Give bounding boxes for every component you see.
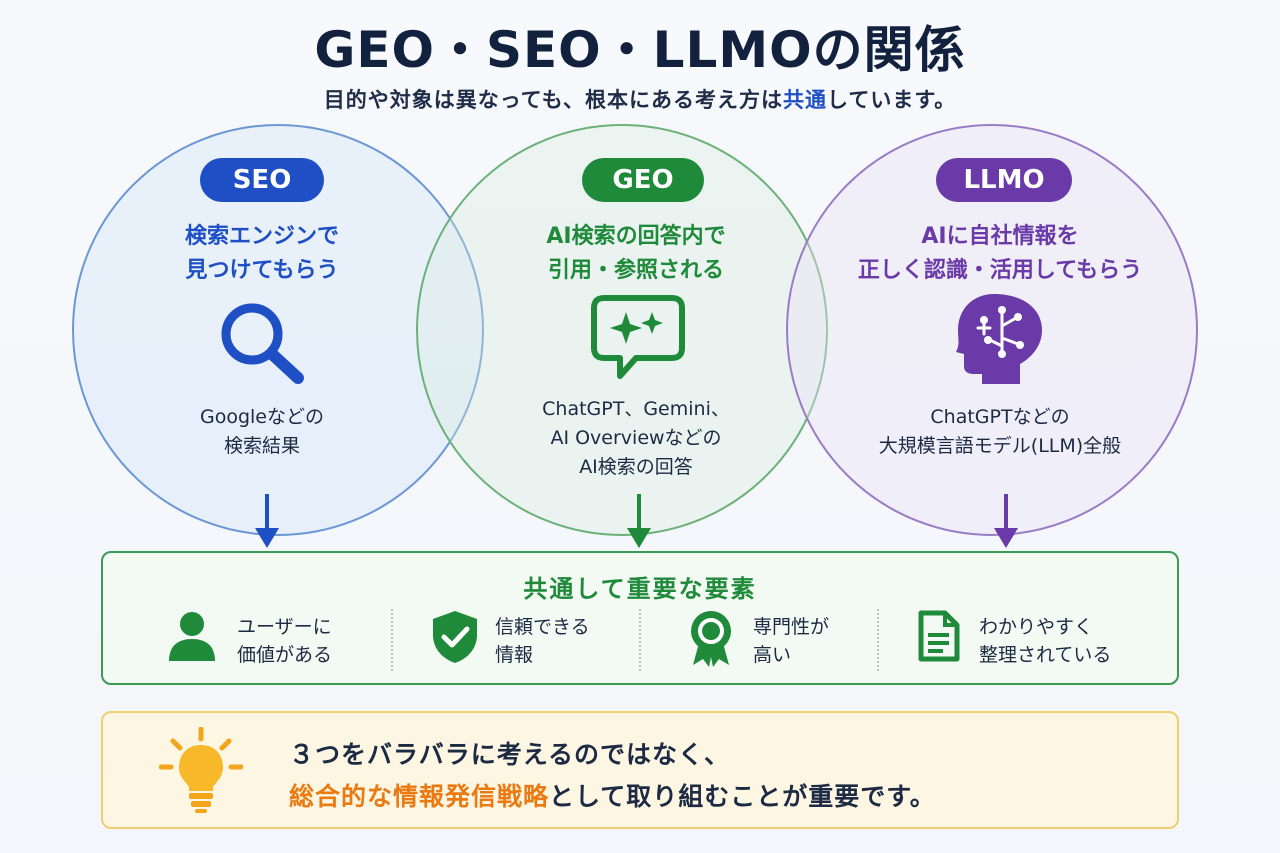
geo-description: ChatGPT、Gemini、 AI Overviewなどの AI検索の回答 — [456, 395, 816, 482]
subtitle-highlight: 共通 — [783, 88, 827, 112]
feature-line2: 価値がある — [237, 644, 333, 666]
llmo-desc-line2: 大規模言語モデル(LLM)全般 — [878, 435, 1122, 457]
seo-description: Googleなどの 検索結果 — [82, 403, 442, 461]
feature-line2: 情報 — [495, 644, 534, 666]
seo-down-arrow-icon — [252, 494, 282, 554]
feature-divider — [639, 609, 641, 671]
common-elements-box: 共通して重要な要素 ユーザーに 価値がある 信頼できる 情報 — [101, 551, 1179, 685]
subtitle-before: 目的や対象は異なっても、根本にある考え方は — [323, 88, 783, 112]
feature-line1: ユーザーに — [237, 616, 332, 638]
feature-line1: わかりやすく — [979, 616, 1094, 638]
seo-desc-line1: Googleなどの — [199, 406, 324, 428]
llmo-down-arrow-icon — [991, 494, 1021, 554]
note-highlight: 総合的な情報発信戦略 — [289, 782, 550, 811]
feature-line1: 信頼できる — [495, 616, 590, 638]
feature-line2: 整理されている — [979, 644, 1112, 666]
ai-chat-icon — [590, 292, 686, 388]
llmo-headline-line2: 正しく認識・活用してもらう — [857, 258, 1143, 283]
geo-desc-line2: AI Overviewなどの — [550, 427, 722, 449]
llmo-headline: AIに自社情報を 正しく認識・活用してもらう — [820, 220, 1180, 288]
seo-headline-line1: 検索エンジンで — [184, 224, 339, 249]
subtitle-after: しています。 — [827, 88, 957, 112]
search-icon — [216, 300, 308, 392]
feature-divider — [877, 609, 879, 671]
llmo-label-pill: LLMO — [936, 158, 1072, 202]
feature-divider — [391, 609, 393, 671]
page-title: GEO・SEO・LLMOの関係 — [314, 21, 966, 79]
document-icon — [917, 609, 961, 667]
geo-down-arrow-icon — [624, 494, 654, 554]
feature-label: ユーザーに 価値がある — [237, 613, 332, 669]
page-subtitle: 目的や対象は異なっても、根本にある考え方は共通しています。 — [0, 84, 1280, 114]
feature-line1: 専門性が — [753, 616, 830, 638]
award-ribbon-icon — [687, 609, 735, 673]
feature-label: 専門性が 高い — [753, 613, 829, 669]
ai-brain-icon — [950, 290, 1050, 390]
geo-headline-line1: AI検索の回答内で — [546, 224, 726, 249]
shield-check-icon — [429, 609, 481, 669]
feature-line2: 高い — [753, 644, 792, 666]
geo-label-pill: GEO — [582, 158, 704, 202]
geo-desc-line1: ChatGPT、Gemini、 — [542, 398, 730, 420]
seo-headline-line2: 見つけてもらう — [185, 258, 339, 283]
feature-label: わかりやすく 整理されている — [979, 613, 1111, 669]
geo-headline-line2: 引用・参照される — [547, 258, 724, 283]
llmo-description: ChatGPTなどの 大規模言語モデル(LLM)全般 — [820, 403, 1180, 461]
lightbulb-icon — [158, 726, 244, 819]
feature-label: 信頼できる 情報 — [495, 613, 590, 669]
llmo-headline-line1: AIに自社情報を — [921, 224, 1079, 249]
llmo-desc-line1: ChatGPTなどの — [930, 406, 1070, 428]
common-elements-title: 共通して重要な要素 — [523, 575, 757, 603]
note-line1: ３つをバラバラに考えるのではなく、 — [289, 740, 731, 769]
user-icon — [165, 609, 219, 667]
note-line2: 総合的な情報発信戦略として取り組むことが重要です。 — [289, 777, 936, 813]
seo-desc-line2: 検索結果 — [223, 435, 300, 457]
geo-desc-line3: AI検索の回答 — [579, 456, 693, 478]
note-line2-rest: として取り組むことが重要です。 — [549, 782, 936, 811]
summary-note-box: ３つをバラバラに考えるのではなく、 総合的な情報発信戦略として取り組むことが重要… — [101, 711, 1179, 829]
seo-headline: 検索エンジンで 見つけてもらう — [82, 220, 442, 288]
seo-label-pill: SEO — [200, 158, 324, 202]
geo-headline: AI検索の回答内で 引用・参照される — [456, 220, 816, 288]
